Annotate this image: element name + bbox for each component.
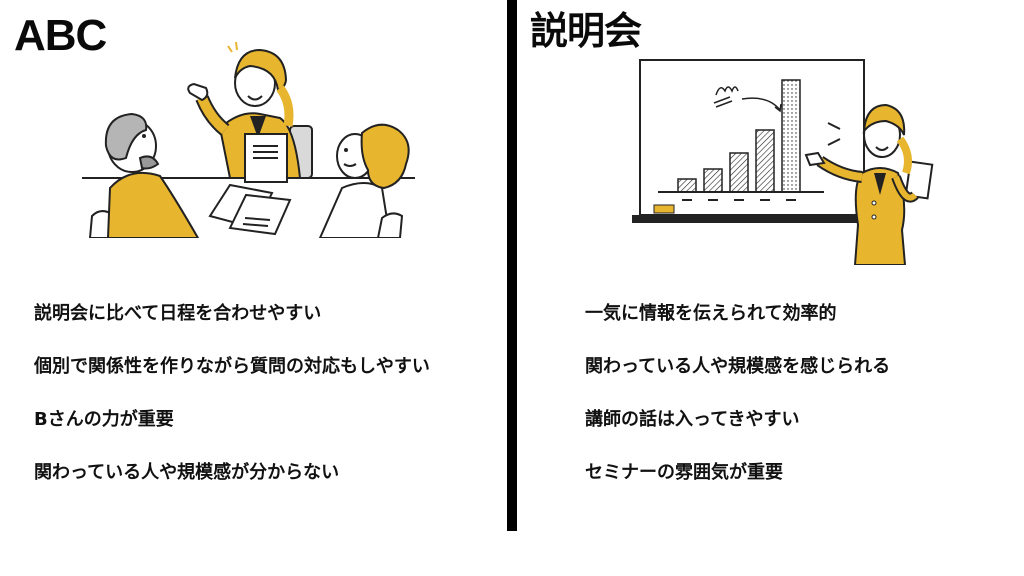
list-item: 個別で関係性を作りながら質問の対応もしやすい [34,356,430,377]
list-item: 関わっている人や規模感が分からない [34,462,340,483]
meeting-illustration [82,41,415,238]
presentation-illustration [632,59,934,265]
list-item: 一気に情報を伝えられて効率的 [585,303,837,324]
list-item: Bさんの力が重要 [34,409,174,430]
vertical-divider [507,0,517,531]
left-title: ABC [14,11,107,60]
left-points-list: 説明会に比べて日程を合わせやすい 個別で関係性を作りながら質問の対応もしやすい … [34,302,430,514]
list-item: 講師の話は入ってきやすい [585,409,800,430]
list-item: セミナーの雰囲気が重要 [585,462,783,483]
list-item: 説明会に比べて日程を合わせやすい [34,303,322,324]
list-item: 関わっている人や規模感を感じられる [585,356,891,377]
right-title: 説明会 [530,9,642,53]
right-points-list: 一気に情報を伝えられて効率的 関わっている人や規模感を感じられる 講師の話は入っ… [585,302,890,514]
